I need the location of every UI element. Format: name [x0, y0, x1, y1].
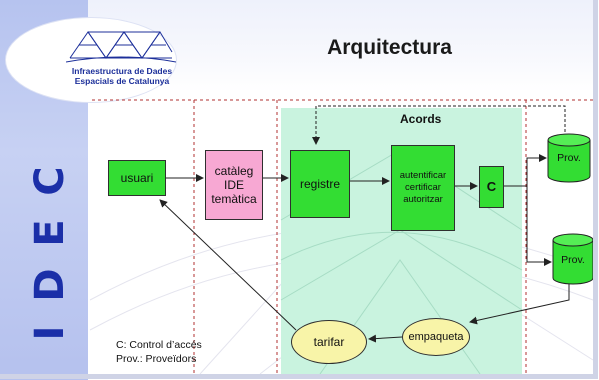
arrow-c-prov1 — [504, 154, 547, 187]
diagram-legend: C: Control d’accés Prov.: Proveïdors — [116, 338, 202, 366]
legend-line-2: Prov.: Proveïdors — [116, 353, 197, 365]
node-cataleg-line-3: temàtica — [211, 192, 257, 206]
node-prov-2-label: Prov. — [561, 254, 585, 266]
page-title: Arquitectura — [327, 36, 452, 59]
node-usuari: usuari — [108, 160, 166, 196]
node-cataleg-line-2: IDE — [223, 178, 244, 192]
node-empaqueta: empaqueta — [402, 318, 470, 356]
node-prov-1-label: Prov. — [557, 152, 581, 164]
acords-label: Acords — [400, 112, 442, 126]
node-tarifar: tarifar — [291, 320, 367, 364]
node-autent-line-1: autentificar — [399, 170, 447, 181]
node-autent-line-2: certificar — [405, 182, 441, 193]
node-cataleg-line-1: catàleg — [214, 164, 254, 178]
legend-line-1: C: Control d’accés — [116, 339, 202, 351]
prov-database-1-shape — [547, 133, 591, 183]
arrow-prov-empaqueta — [469, 284, 570, 325]
logo-caption: Infraestructura de Dades Espacials de Ca… — [52, 66, 192, 86]
node-control-c: C — [479, 166, 504, 208]
arrow-empaqueta-tarifar — [368, 334, 403, 343]
column-separators — [193, 100, 527, 374]
arrow-prov-registre-feedback — [312, 105, 566, 145]
node-registre: registre — [290, 150, 350, 218]
prov-database-2-shape — [552, 233, 594, 285]
node-autent-line-3: autoritzar — [403, 194, 443, 205]
node-autentificar: autentificar certificar autoritzar — [391, 145, 455, 231]
bridge-logo-icon — [66, 31, 176, 63]
header-band — [88, 0, 593, 92]
logo-line-1: Infraestructura de Dades — [71, 66, 173, 76]
logo-line-2: Espacials de Catalunya — [74, 76, 170, 86]
arrow-c-prov2 — [526, 186, 552, 266]
arrow-tarifar-usuari — [159, 199, 297, 331]
node-cataleg: catàleg IDE temàtica — [205, 150, 263, 220]
